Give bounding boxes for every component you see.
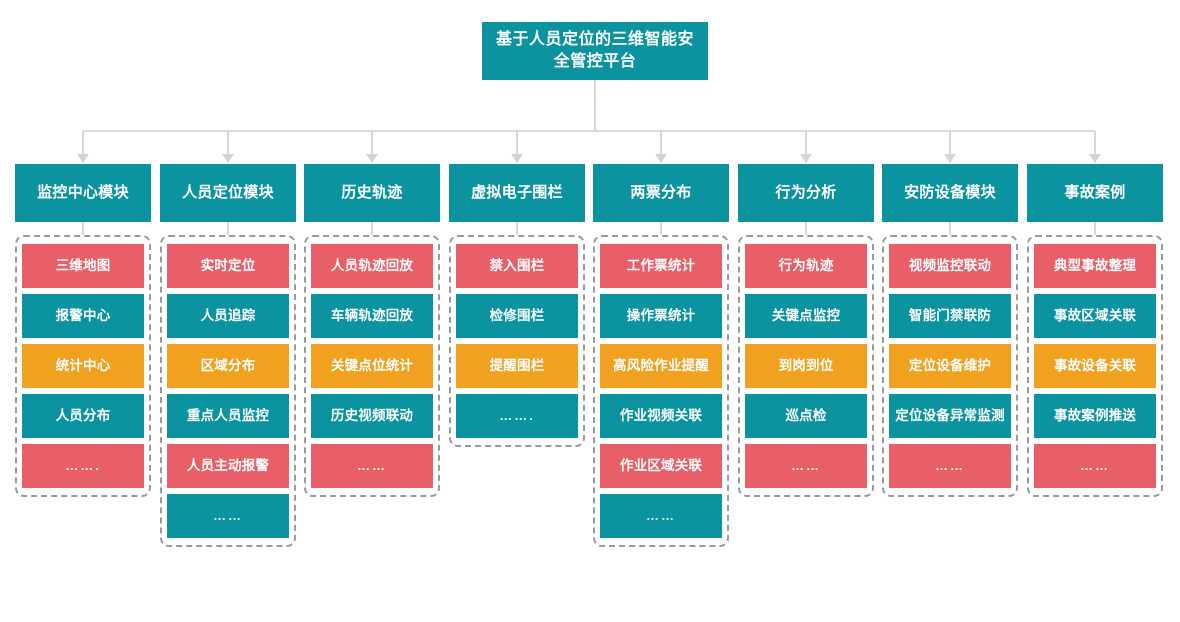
module-item[interactable]: 重点人员监控 <box>167 394 289 438</box>
module-item[interactable]: 人员主动报警 <box>167 444 289 488</box>
module-header-3[interactable]: 历史轨迹 <box>304 164 440 222</box>
module-header-4[interactable]: 虚拟电子围栏 <box>449 164 585 222</box>
module-item-more[interactable]: ……. <box>22 444 144 488</box>
module-item[interactable]: 关键点监控 <box>745 294 867 338</box>
module-column-5: 两票分布工作票统计操作票统计高风险作业提醒作业视频关联作业区域关联 …… <box>593 164 729 547</box>
module-item[interactable]: 实时定位 <box>167 244 289 288</box>
module-item[interactable]: 统计中心 <box>22 344 144 388</box>
module-item-group-1: 三维地图报警中心统计中心人员分布 ……. <box>15 235 151 497</box>
module-item[interactable]: 三维地图 <box>22 244 144 288</box>
module-item[interactable]: 人员分布 <box>22 394 144 438</box>
module-column-1: 监控中心模块三维地图报警中心统计中心人员分布 ……. <box>15 164 151 497</box>
module-header-1[interactable]: 监控中心模块 <box>15 164 151 222</box>
module-item[interactable]: 检修围栏 <box>456 294 578 338</box>
module-column-3: 历史轨迹人员轨迹回放车辆轨迹回放关键点位统计历史视频联动 …… <box>304 164 440 497</box>
module-item[interactable]: 作业区域关联 <box>600 444 722 488</box>
module-item[interactable]: 报警中心 <box>22 294 144 338</box>
module-item-more[interactable]: …… <box>1034 444 1156 488</box>
module-header-2[interactable]: 人员定位模块 <box>160 164 296 222</box>
module-item[interactable]: 高风险作业提醒 <box>600 344 722 388</box>
module-item[interactable]: 作业视频关联 <box>600 394 722 438</box>
module-item[interactable]: 历史视频联动 <box>311 394 433 438</box>
module-item[interactable]: 行为轨迹 <box>745 244 867 288</box>
module-column-6: 行为分析行为轨迹关键点监控到岗到位巡点检 …… <box>738 164 874 497</box>
module-header-8[interactable]: 事故案例 <box>1027 164 1163 222</box>
module-item[interactable]: 提醒围栏 <box>456 344 578 388</box>
module-item-group-4: 禁入围栏检修围栏提醒围栏 ……. <box>449 235 585 447</box>
module-item[interactable]: 事故设备关联 <box>1034 344 1156 388</box>
module-item[interactable]: 定位设备异常监测 <box>889 394 1011 438</box>
module-column-2: 人员定位模块实时定位人员追踪区域分布重点人员监控人员主动报警 …… <box>160 164 296 547</box>
module-item[interactable]: 巡点检 <box>745 394 867 438</box>
module-item[interactable]: 事故区域关联 <box>1034 294 1156 338</box>
module-column-7: 安防设备模块视频监控联动智能门禁联防定位设备维护定位设备异常监测 …… <box>882 164 1018 497</box>
module-item[interactable]: 到岗到位 <box>745 344 867 388</box>
module-item[interactable]: 工作票统计 <box>600 244 722 288</box>
module-item-more[interactable]: …… <box>167 494 289 538</box>
module-item-group-3: 人员轨迹回放车辆轨迹回放关键点位统计历史视频联动 …… <box>304 235 440 497</box>
module-item[interactable]: 典型事故整理 <box>1034 244 1156 288</box>
module-item[interactable]: 车辆轨迹回放 <box>311 294 433 338</box>
module-item[interactable]: 禁入围栏 <box>456 244 578 288</box>
module-item-group-5: 工作票统计操作票统计高风险作业提醒作业视频关联作业区域关联 …… <box>593 235 729 547</box>
module-header-7[interactable]: 安防设备模块 <box>882 164 1018 222</box>
module-header-6[interactable]: 行为分析 <box>738 164 874 222</box>
module-item-group-6: 行为轨迹关键点监控到岗到位巡点检 …… <box>738 235 874 497</box>
module-item-group-2: 实时定位人员追踪区域分布重点人员监控人员主动报警 …… <box>160 235 296 547</box>
module-item-more[interactable]: …… <box>745 444 867 488</box>
module-item[interactable]: 智能门禁联防 <box>889 294 1011 338</box>
module-column-8: 事故案例典型事故整理事故区域关联事故设备关联事故案例推送 …… <box>1027 164 1163 497</box>
module-item[interactable]: 关键点位统计 <box>311 344 433 388</box>
module-item[interactable]: 区域分布 <box>167 344 289 388</box>
module-item[interactable]: 视频监控联动 <box>889 244 1011 288</box>
module-item-more[interactable]: …… <box>311 444 433 488</box>
module-item[interactable]: 人员轨迹回放 <box>311 244 433 288</box>
module-item[interactable]: 事故案例推送 <box>1034 394 1156 438</box>
module-item-more[interactable]: …… <box>889 444 1011 488</box>
module-item-more[interactable]: ……. <box>456 394 578 438</box>
module-item-more[interactable]: …… <box>600 494 722 538</box>
module-item[interactable]: 操作票统计 <box>600 294 722 338</box>
root-title-box: 基于人员定位的三维智能安全管控平台 <box>482 22 708 80</box>
module-item-group-7: 视频监控联动智能门禁联防定位设备维护定位设备异常监测 …… <box>882 235 1018 497</box>
module-item[interactable]: 人员追踪 <box>167 294 289 338</box>
module-header-5[interactable]: 两票分布 <box>593 164 729 222</box>
module-item[interactable]: 定位设备维护 <box>889 344 1011 388</box>
module-column-4: 虚拟电子围栏禁入围栏检修围栏提醒围栏 ……. <box>449 164 585 447</box>
module-item-group-8: 典型事故整理事故区域关联事故设备关联事故案例推送 …… <box>1027 235 1163 497</box>
